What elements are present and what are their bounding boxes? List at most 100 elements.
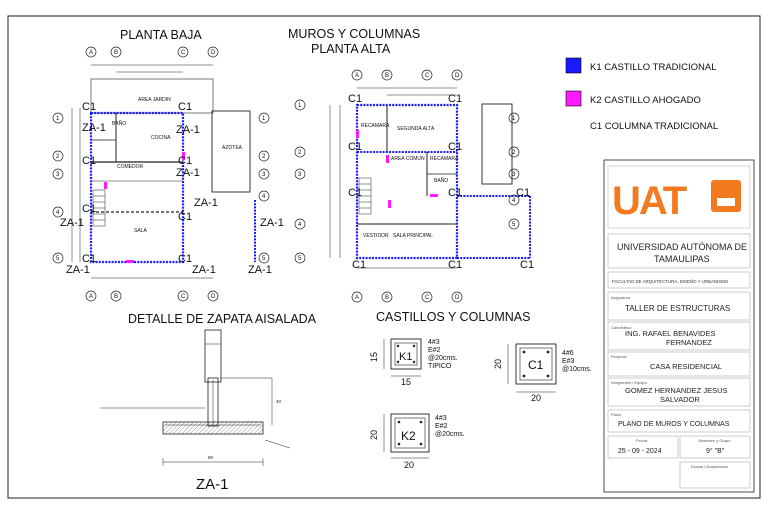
title-planta-alta: PLANTA ALTA xyxy=(311,42,391,56)
tb-integrantes-2: SALVADOR xyxy=(660,395,700,404)
svg-text:2: 2 xyxy=(262,154,266,160)
svg-text:K1: K1 xyxy=(399,351,412,363)
svg-text:Semestre y Grupo: Semestre y Grupo xyxy=(698,438,731,443)
svg-text:RECAMARA: RECAMARA xyxy=(430,156,459,162)
title-planta-baja: PLANTA BAJA xyxy=(120,28,202,42)
tb-faculty: FACULTAD DE ARQUITECTURA, DISEÑO Y URBAN… xyxy=(612,279,729,284)
svg-text:A: A xyxy=(355,73,359,79)
svg-text:VESTIDOR: VESTIDOR xyxy=(363,233,389,239)
svg-text:ZA-1: ZA-1 xyxy=(192,264,216,276)
svg-text:C1: C1 xyxy=(528,358,544,372)
svg-text:AZOTEA: AZOTEA xyxy=(222,145,243,151)
svg-text:2: 2 xyxy=(298,150,302,156)
svg-text:ZA-1: ZA-1 xyxy=(248,264,272,276)
svg-text:B: B xyxy=(114,50,118,56)
svg-text:E#2: E#2 xyxy=(428,347,441,354)
svg-text:@10cms.: @10cms. xyxy=(562,366,592,373)
svg-text:C1: C1 xyxy=(82,253,96,265)
section-k2: K2 20 20 4#3 E#2 @20cms. xyxy=(369,413,465,470)
svg-text:D: D xyxy=(211,50,216,56)
legend-k1: K1 CASTILLO TRADICIONAL xyxy=(590,62,717,73)
svg-text:C1: C1 xyxy=(348,93,362,105)
tb-fecha: 25 - 09 - 2024 xyxy=(618,448,662,455)
svg-text:B: B xyxy=(114,294,118,300)
svg-text:20: 20 xyxy=(369,430,379,440)
section-c1: C1 20 20 4#6 E#3 @10cms. xyxy=(493,343,592,403)
svg-text:1: 1 xyxy=(512,116,516,122)
svg-text:BAÑO: BAÑO xyxy=(112,120,126,127)
svg-text:C1: C1 xyxy=(352,259,366,271)
svg-text:RECAMARA: RECAMARA xyxy=(361,123,390,129)
svg-text:SALA PRINCIPAL: SALA PRINCIPAL xyxy=(393,233,433,239)
tb-integrantes: GOMEZ HERNANDEZ JESUS xyxy=(625,386,728,395)
svg-text:5: 5 xyxy=(262,256,266,262)
tb-plano: PLANO DE MUROS Y COLUMNAS xyxy=(618,421,730,428)
svg-text:20: 20 xyxy=(404,460,414,470)
fadu-logo xyxy=(711,180,741,212)
svg-text:20: 20 xyxy=(531,393,541,403)
zapata-detail xyxy=(100,329,291,466)
svg-text:C1: C1 xyxy=(448,259,462,271)
svg-text:C1: C1 xyxy=(82,155,96,167)
svg-text:4: 4 xyxy=(298,222,302,228)
svg-text:ZA-1: ZA-1 xyxy=(82,122,106,134)
svg-text:Asignatura: Asignatura xyxy=(611,295,631,300)
svg-text:4#3: 4#3 xyxy=(428,339,440,346)
svg-text:15: 15 xyxy=(369,352,379,362)
svg-text:TIPICO: TIPICO xyxy=(428,363,452,370)
sheet-border xyxy=(7,15,761,499)
svg-text:1: 1 xyxy=(262,116,266,122)
pb-axis-letters: A B C D A B C D 1 2 3 4 5 1 2 3 4 5 xyxy=(56,50,266,300)
svg-text:ZA-1: ZA-1 xyxy=(194,197,218,209)
legend-k2: K2 CASTILLO AHOGADO xyxy=(590,95,701,106)
svg-text:C1: C1 xyxy=(448,93,462,105)
title-muros-columnas: MUROS Y COLUMNAS xyxy=(288,27,420,41)
uat-logo: UAT xyxy=(612,179,687,223)
svg-text:A: A xyxy=(89,50,93,56)
svg-text:4#6: 4#6 xyxy=(562,350,574,357)
svg-text:3: 3 xyxy=(262,172,266,178)
svg-text:ZA-1: ZA-1 xyxy=(176,167,200,179)
svg-text:ZA-1: ZA-1 xyxy=(60,217,84,229)
svg-text:C1: C1 xyxy=(178,211,192,223)
svg-text:A: A xyxy=(89,294,93,300)
svg-text:COCINA: COCINA xyxy=(151,135,171,141)
svg-text:C1: C1 xyxy=(178,101,192,113)
svg-text:2: 2 xyxy=(56,154,60,160)
svg-text:Fecha: Fecha xyxy=(636,438,648,443)
svg-text:3: 3 xyxy=(56,172,60,178)
svg-text:C1: C1 xyxy=(348,187,362,199)
svg-text:C: C xyxy=(425,295,430,301)
svg-text:D: D xyxy=(455,73,460,79)
svg-text:ZA-1: ZA-1 xyxy=(260,217,284,229)
legend-c1: C1 COLUMNA TRADICIONAL xyxy=(590,121,718,132)
pa-tags: C1 C1 C1 C1 C1 C1 C1 C1 C1 C1 xyxy=(348,93,534,271)
svg-text:C1: C1 xyxy=(448,141,462,153)
section-k1: K1 15 15 4#3 E#2 @20cms. TIPICO xyxy=(369,338,458,387)
svg-text:4#3: 4#3 xyxy=(435,415,447,422)
svg-text:4: 4 xyxy=(262,194,266,200)
svg-text:1: 1 xyxy=(298,103,302,109)
svg-text:Plano: Plano xyxy=(611,412,622,417)
zapata-dim-bottom: 90 xyxy=(208,455,214,460)
svg-text:Catedrático: Catedrático xyxy=(611,325,632,330)
svg-text:C1: C1 xyxy=(516,187,530,199)
svg-text:3: 3 xyxy=(298,172,302,178)
svg-text:K2: K2 xyxy=(401,429,416,443)
svg-text:B: B xyxy=(385,295,389,301)
tb-proyecto: CASA RESIDENCIAL xyxy=(650,362,722,371)
svg-text:SEGUNDA ALTA: SEGUNDA ALTA xyxy=(397,126,435,132)
svg-text:20: 20 xyxy=(493,359,503,369)
pb-top-axes xyxy=(85,46,219,58)
tb-university-2: TAMAULIPAS xyxy=(654,254,710,264)
svg-text:C: C xyxy=(425,73,430,79)
svg-text:C1: C1 xyxy=(178,253,192,265)
tb-catedratico-2: FERNANDEZ xyxy=(666,338,712,347)
svg-text:Proyecto: Proyecto xyxy=(611,354,628,359)
k2-swatch xyxy=(565,90,582,107)
svg-text:D: D xyxy=(211,294,216,300)
svg-text:C1: C1 xyxy=(82,101,96,113)
svg-text:AREA COMUN: AREA COMUN xyxy=(391,156,425,162)
svg-text:C1: C1 xyxy=(348,141,362,153)
